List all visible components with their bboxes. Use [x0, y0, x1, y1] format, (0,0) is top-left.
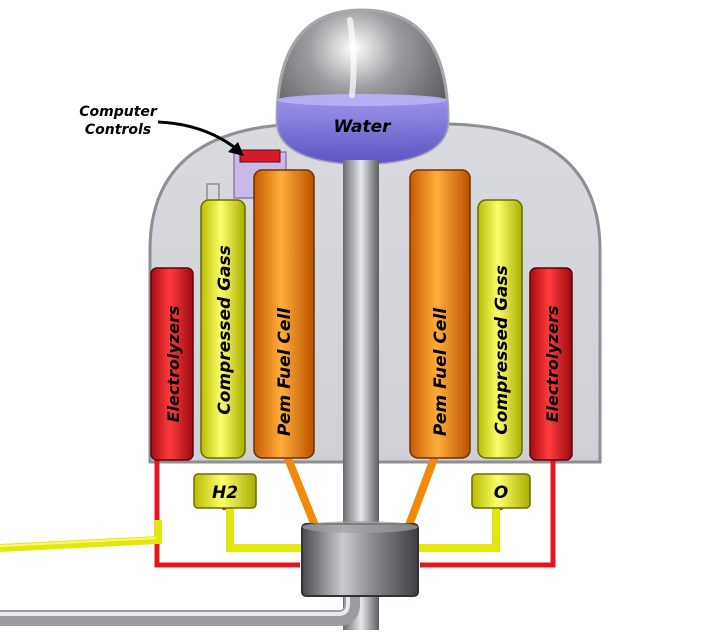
electrolyzer-left [150, 267, 194, 461]
pem-fuel-cell-right-label: Pem Fuel Cell [431, 307, 451, 436]
compressed-gas-right-label: Compressed Gass [492, 265, 512, 434]
pem-fuel-cell-left-label: Pem Fuel Cell [275, 307, 295, 436]
h2-collector [193, 473, 257, 509]
compressed-gas-left-label: Compressed Gass [215, 245, 235, 414]
gas-pipes [0, 505, 500, 552]
pem-fuel-cell-left [253, 169, 315, 459]
callout-arrowhead [228, 142, 244, 156]
electrolyzer-right-label: Electrolyzers [543, 306, 562, 423]
callout-arrow [157, 120, 239, 152]
bottom-return-pipe [0, 590, 360, 626]
o-collector [471, 473, 531, 509]
h2-label: H2 [212, 483, 238, 503]
water-tank [275, 8, 450, 166]
compressed-gas-left [200, 199, 246, 459]
manifold-block [301, 521, 419, 597]
compressed-gas-right [477, 199, 523, 459]
electrolyzer-right [529, 267, 573, 461]
computer-controls-label-line1: Computer [79, 104, 158, 120]
electrolyzer-left-label: Electrolyzers [164, 306, 183, 423]
water-label: Water [333, 117, 392, 137]
fuel-cell-feeds [283, 452, 439, 532]
pem-fuel-cell-right [409, 169, 471, 459]
o-label: O [494, 483, 508, 503]
computer-controls-label-line2: Controls [85, 122, 151, 138]
